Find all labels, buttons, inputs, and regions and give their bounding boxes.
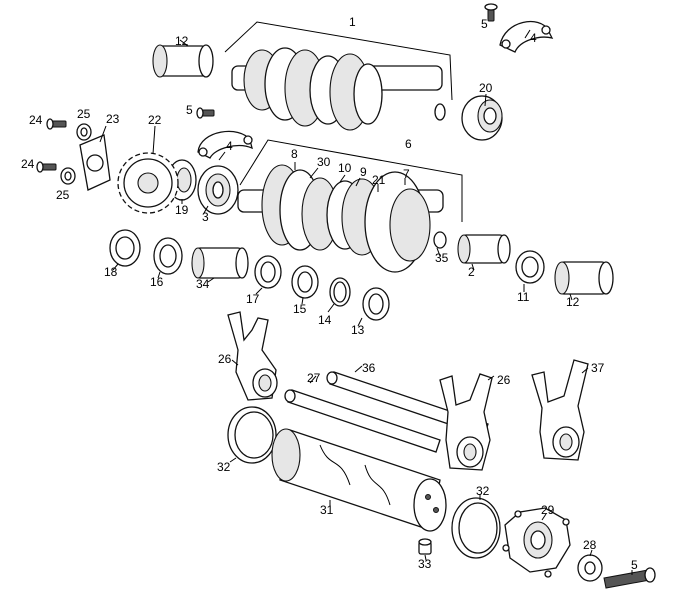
part-24-bolt-top: [46, 118, 67, 130]
callout-25: 25: [77, 107, 91, 121]
callout-24: 24: [21, 157, 35, 171]
callout-3: 3: [202, 210, 209, 224]
part-29-drum-cam-star: [502, 507, 571, 578]
part-5-screw-top: [484, 3, 498, 22]
part-5-screw-middle: [196, 107, 215, 119]
part-17-washer: [254, 255, 282, 289]
callout-5: 5: [186, 103, 193, 117]
callout-19: 19: [175, 203, 189, 217]
callout-27: 27: [307, 371, 321, 385]
main-shaft-gears: [243, 47, 383, 131]
callout-34: 34: [196, 277, 210, 291]
part-5-screw-bottom: [603, 567, 656, 589]
part-37-shift-fork: [531, 359, 589, 461]
callout-4: 4: [530, 31, 537, 45]
part-15-washer: [291, 265, 319, 299]
callout-32: 32: [217, 460, 231, 474]
part-12-needle-bearing-top: [152, 44, 214, 78]
part-12-needle-bearing-bottom: [554, 261, 614, 295]
callout-26: 26: [218, 352, 232, 366]
callout-8: 8: [291, 147, 298, 161]
part-31-shift-drum: [271, 428, 447, 532]
part-26-shift-fork-left: [227, 311, 278, 401]
callout-16: 16: [150, 275, 164, 289]
part-20-ball-bearing: [461, 95, 503, 141]
callout-5: 5: [481, 17, 488, 31]
main-shaft-end: [434, 103, 446, 121]
leader-lines: [99, 29, 633, 575]
callout-28: 28: [583, 538, 597, 552]
part-4-retainer-plate-middle: [197, 130, 253, 159]
callout-37: 37: [591, 361, 605, 375]
bracket-1: [224, 21, 453, 101]
part-33-pin: [418, 538, 432, 555]
callout-36: 36: [362, 361, 376, 375]
callout-11: 11: [517, 290, 530, 304]
callout-21: 21: [372, 173, 386, 187]
part-23-sprocket-plate: [79, 134, 111, 191]
part-16-washer: [153, 237, 183, 275]
part-32-o-ring-left: [227, 406, 277, 464]
callout-29: 29: [541, 503, 555, 517]
callout-23: 23: [106, 112, 120, 126]
part-18-washer: [109, 229, 141, 267]
callout-2: 2: [468, 265, 475, 279]
callout-30: 30: [317, 155, 331, 169]
callout-12: 12: [175, 34, 189, 48]
part-32-o-ring-right: [451, 497, 501, 559]
callout-12: 12: [566, 295, 580, 309]
callout-25: 25: [56, 188, 70, 202]
callout-9: 9: [360, 165, 367, 179]
callout-20: 20: [479, 81, 493, 95]
part-25-washer-top: [76, 123, 92, 141]
part-34-bushing: [191, 247, 249, 279]
callout-17: 17: [246, 292, 260, 306]
part-1-main-shaft-assembly: [224, 21, 453, 131]
part-14-circlip: [329, 277, 351, 307]
callout-13: 13: [351, 323, 365, 337]
part-6-layshaft-assembly: [237, 139, 463, 273]
bracket-6: [239, 139, 463, 222]
callout-15: 15: [293, 302, 307, 316]
part-22-sprocket: [117, 152, 179, 214]
callout-14: 14: [318, 313, 332, 327]
callout-18: 18: [104, 265, 118, 279]
part-25-washer-bottom: [60, 167, 76, 185]
part-27-fork-rod: [284, 389, 441, 453]
part-26-shift-fork-right: [439, 373, 493, 471]
callout-33: 33: [418, 557, 432, 571]
part-24-bolt-bottom: [36, 161, 57, 173]
callout-24: 24: [29, 113, 43, 127]
callout-7: 7: [403, 167, 410, 181]
layshaft-end: [433, 231, 447, 249]
callout-6: 6: [405, 137, 412, 151]
callout-22: 22: [148, 113, 162, 127]
part-3-ball-bearing: [197, 165, 239, 215]
part-28-washer: [577, 554, 603, 582]
callout-10: 10: [338, 161, 352, 175]
layshaft-gears: [261, 164, 431, 273]
callout-26: 26: [497, 373, 511, 387]
callout-31: 31: [320, 503, 334, 517]
callout-35: 35: [435, 251, 449, 265]
callout-5: 5: [631, 558, 638, 572]
part-2-needle-bearing: [457, 234, 511, 264]
part-11-thrust-washer: [515, 250, 545, 284]
part-13-washer: [362, 287, 390, 321]
callout-labels: 1234455567891011121213141516171819202122…: [21, 15, 638, 572]
callout-32: 32: [476, 484, 490, 498]
callout-4: 4: [226, 139, 233, 153]
callout-1: 1: [349, 15, 356, 29]
